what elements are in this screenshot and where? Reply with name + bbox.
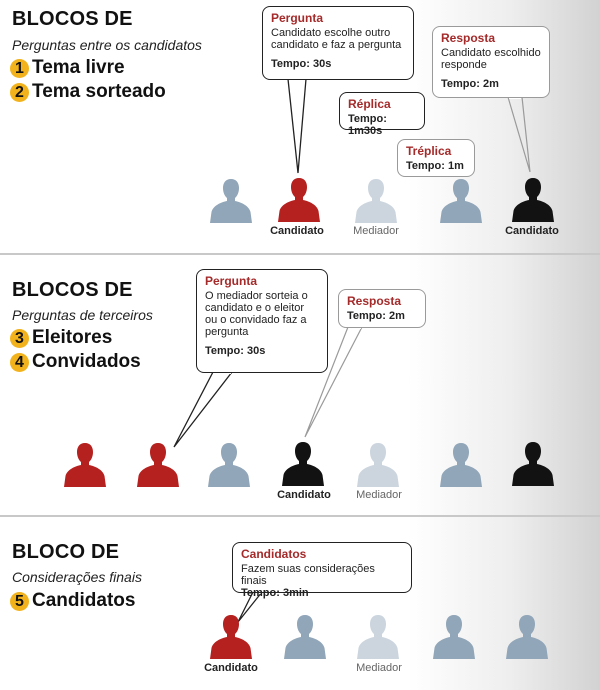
bubble-time: Tempo: 3min bbox=[241, 587, 309, 599]
number-badge: 1 bbox=[10, 58, 29, 78]
item-label: Convidados bbox=[32, 351, 141, 372]
person-icon bbox=[512, 440, 554, 486]
person-icon bbox=[512, 176, 554, 222]
bubble-text: Candidato escolhido responde bbox=[441, 47, 541, 71]
item-label: Tema sorteado bbox=[32, 81, 166, 102]
section3-subtitle: Considerações finais bbox=[12, 569, 142, 585]
bubble-time: Tempo: 30s bbox=[271, 58, 332, 70]
mediador-label: Mediador bbox=[356, 662, 402, 674]
resposta-bubble: Resposta Candidato escolhido responde Te… bbox=[432, 26, 550, 98]
bubble-title: Candidatos bbox=[241, 547, 307, 561]
bubble-title: Tréplica bbox=[406, 144, 452, 158]
person-icon bbox=[210, 177, 252, 223]
treplica-bubble: Tréplica Tempo: 1m bbox=[397, 139, 475, 177]
bubble-title: Resposta bbox=[347, 294, 402, 308]
section2-subtitle: Perguntas de terceiros bbox=[12, 307, 153, 323]
person-icon bbox=[440, 177, 482, 223]
person-icon bbox=[357, 613, 399, 659]
pergunta-bubble: Pergunta O mediador sorteia o candidato … bbox=[196, 269, 328, 373]
bubble-title: Resposta bbox=[441, 31, 496, 45]
person-icon bbox=[137, 441, 179, 487]
section-divider bbox=[0, 515, 600, 517]
person-icon bbox=[278, 176, 320, 222]
person-icon bbox=[208, 441, 250, 487]
candidato-label: Candidato bbox=[505, 225, 559, 237]
person-icon bbox=[284, 613, 326, 659]
candidatos-bubble: Candidatos Fazem suas considerações fina… bbox=[232, 542, 412, 599]
bubble-time: Tempo: 2m bbox=[347, 310, 405, 322]
person-icon bbox=[64, 441, 106, 487]
bubble-time: Tempo: 1m30s bbox=[348, 113, 387, 137]
section1-heading: BLOCOS DE bbox=[12, 8, 133, 30]
bubble-title: Réplica bbox=[348, 97, 391, 111]
resposta-bubble: Resposta Tempo: 2m bbox=[338, 289, 426, 328]
bubble-time: Tempo: 2m bbox=[441, 78, 499, 90]
person-icon bbox=[506, 613, 548, 659]
person-icon bbox=[210, 613, 252, 659]
person-icon bbox=[433, 613, 475, 659]
section2-item-3: 3 Eleitores bbox=[10, 327, 112, 349]
number-badge: 2 bbox=[10, 82, 29, 102]
person-icon bbox=[355, 177, 397, 223]
item-label: Tema livre bbox=[32, 57, 125, 78]
candidato-label: Candidato bbox=[277, 489, 331, 501]
person-icon bbox=[282, 440, 324, 486]
bubble-time: Tempo: 1m bbox=[406, 160, 464, 172]
bubble-title: Pergunta bbox=[205, 274, 258, 288]
mediador-label: Mediador bbox=[356, 489, 402, 501]
mediador-label: Mediador bbox=[353, 225, 399, 237]
item-label: Candidatos bbox=[32, 590, 136, 611]
section2-item-4: 4 Convidados bbox=[10, 351, 141, 373]
number-badge: 5 bbox=[10, 591, 29, 611]
section2-heading: BLOCOS DE bbox=[12, 279, 133, 301]
bubble-time: Tempo: 30s bbox=[205, 345, 266, 357]
pergunta-bubble: Pergunta Candidato escolhe outro candida… bbox=[262, 6, 414, 80]
section-divider bbox=[0, 253, 600, 255]
bubble-title: Pergunta bbox=[271, 11, 324, 25]
bubble-text: Fazem suas considerações finais bbox=[241, 563, 375, 587]
bubble-text: Candidato escolhe outro candidato e faz … bbox=[271, 27, 402, 51]
person-icon bbox=[440, 441, 482, 487]
number-badge: 3 bbox=[10, 328, 29, 348]
section3-heading: BLOCO DE bbox=[12, 541, 120, 563]
replica-bubble: Réplica Tempo: 1m30s bbox=[339, 92, 425, 137]
number-badge: 4 bbox=[10, 352, 29, 372]
candidato-label: Candidato bbox=[270, 225, 324, 237]
item-label: Eleitores bbox=[32, 327, 113, 348]
candidato-label: Candidato bbox=[204, 662, 258, 674]
section1-subtitle: Perguntas entre os candidatos bbox=[12, 37, 202, 53]
section1-item-1: 1 Tema livre bbox=[10, 57, 125, 79]
bubble-text: O mediador sorteia o candidato e o eleit… bbox=[205, 290, 308, 338]
section1-item-2: 2 Tema sorteado bbox=[10, 81, 166, 103]
person-icon bbox=[357, 441, 399, 487]
section3-item-5: 5 Candidatos bbox=[10, 590, 135, 612]
